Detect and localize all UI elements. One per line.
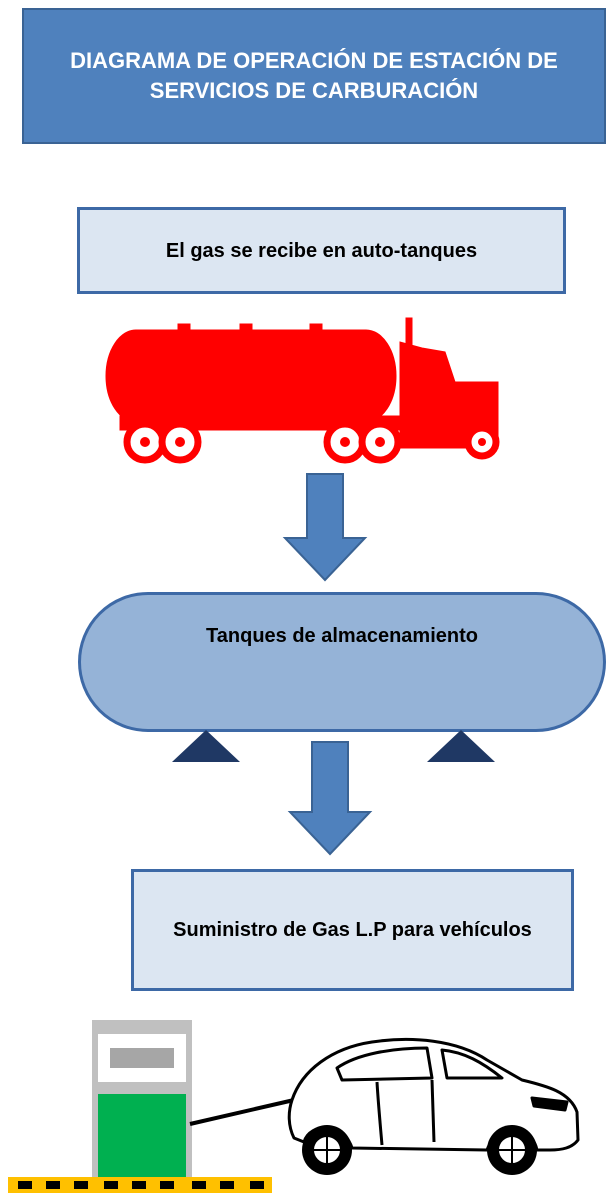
step-receive-gas: El gas se recibe en auto-tanques bbox=[77, 207, 566, 294]
storage-tanks-label: Tanques de almacenamiento bbox=[206, 625, 478, 647]
step-storage-tanks: Tanques de almacenamiento bbox=[78, 592, 606, 732]
tanker-truck-icon bbox=[105, 317, 500, 464]
fuel-dispenser-icon bbox=[92, 1020, 192, 1185]
tank-support-icon bbox=[427, 730, 495, 762]
fuel-hose-line bbox=[189, 1098, 295, 1126]
diagram-title: DIAGRAMA DE OPERACIÓN DE ESTACIÓN DE SER… bbox=[22, 8, 606, 144]
step-gas-supply: Suministro de Gas L.P para vehículos bbox=[131, 869, 574, 991]
ground-stripe bbox=[8, 1177, 272, 1193]
car-icon bbox=[287, 1037, 580, 1175]
tank-support-icon bbox=[172, 730, 240, 762]
arrow-down-icon bbox=[282, 473, 368, 582]
arrow-down-icon bbox=[287, 741, 373, 856]
